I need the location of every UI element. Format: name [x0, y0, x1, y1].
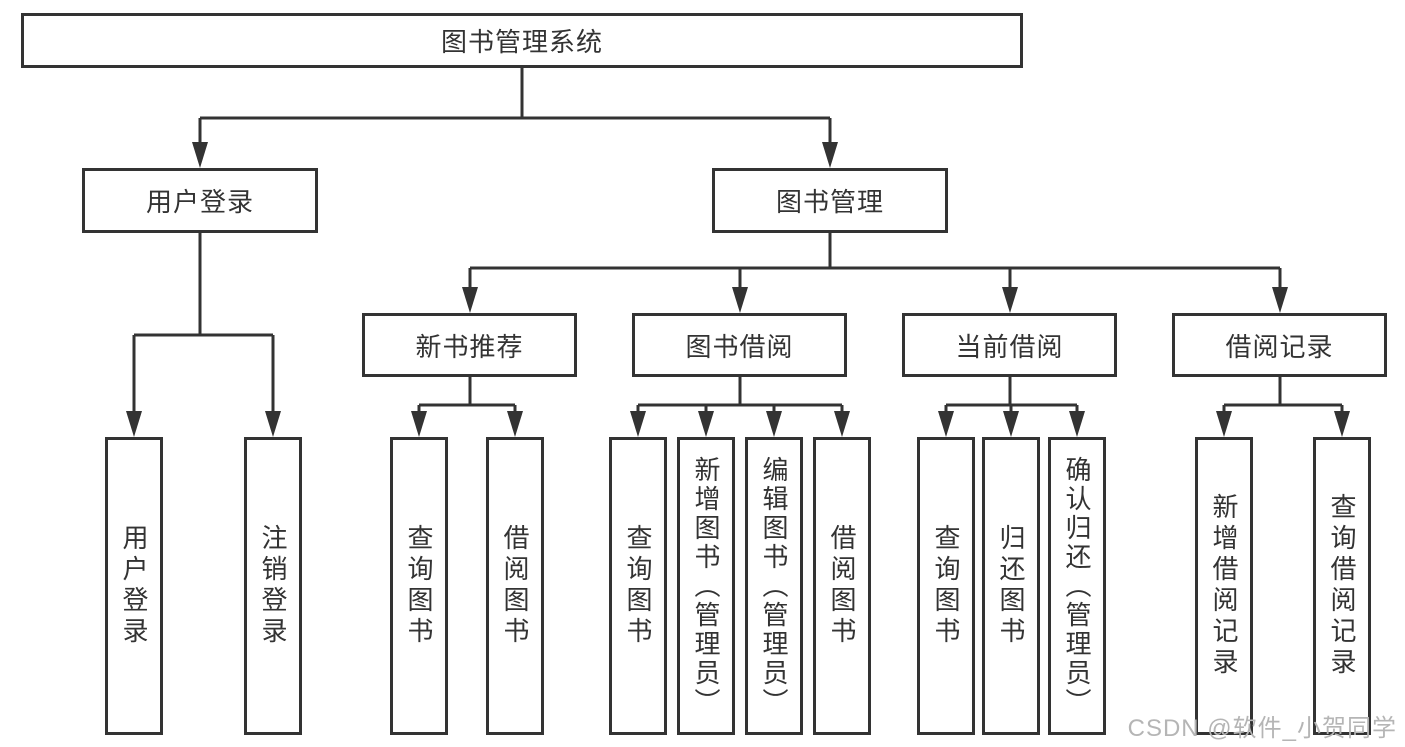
node-borrow-records: 借阅记录 — [1172, 313, 1387, 377]
leaf-logout: 注销登录 — [244, 437, 302, 735]
leaf-edit-books-admin-label: 编辑图书（管理员） — [759, 455, 789, 717]
leaf-borrow-books-recommend: 借阅图书 — [486, 437, 544, 735]
leaf-user-login: 用户登录 — [105, 437, 163, 735]
leaf-return-books-label: 归还图书 — [996, 524, 1026, 648]
leaf-query-books-recommend-label: 查询图书 — [404, 524, 434, 648]
leaf-query-books-current: 查询图书 — [917, 437, 975, 735]
leaf-borrow-books-recommend-label: 借阅图书 — [500, 524, 530, 648]
leaf-query-borrow-record-label: 查询借阅记录 — [1327, 493, 1357, 679]
node-user-login: 用户登录 — [82, 168, 318, 233]
leaf-confirm-return-admin-label: 确认归还（管理员） — [1062, 455, 1092, 717]
node-book-management-label: 图书管理 — [775, 187, 884, 217]
node-user-login-label: 用户登录 — [145, 187, 254, 217]
leaf-logout-label: 注销登录 — [258, 524, 288, 648]
node-library-system: 图书管理系统 — [21, 13, 1023, 68]
leaf-return-books: 归还图书 — [982, 437, 1040, 735]
node-new-book-recommend: 新书推荐 — [362, 313, 577, 377]
node-library-system-label: 图书管理系统 — [440, 27, 603, 57]
leaf-query-books-borrow: 查询图书 — [609, 437, 667, 735]
leaf-confirm-return-admin: 确认归还（管理员） — [1048, 437, 1106, 735]
node-current-borrow: 当前借阅 — [902, 313, 1117, 377]
leaf-query-borrow-record: 查询借阅记录 — [1313, 437, 1371, 735]
leaf-add-borrow-record-label: 新增借阅记录 — [1209, 493, 1239, 679]
node-new-book-recommend-label: 新书推荐 — [415, 331, 524, 362]
node-current-borrow-label: 当前借阅 — [955, 331, 1064, 362]
watermark: CSDN @软件_小贺同学 — [1127, 715, 1397, 742]
leaf-query-books-borrow-label: 查询图书 — [623, 524, 653, 648]
node-borrow-records-label: 借阅记录 — [1225, 331, 1334, 362]
leaf-add-books-admin-label: 新增图书（管理员） — [691, 455, 721, 717]
node-book-management: 图书管理 — [712, 168, 948, 233]
leaf-borrow-books: 借阅图书 — [813, 437, 871, 735]
node-book-borrow: 图书借阅 — [632, 313, 847, 377]
leaf-edit-books-admin: 编辑图书（管理员） — [745, 437, 803, 735]
leaf-query-books-recommend: 查询图书 — [390, 437, 448, 735]
leaf-borrow-books-label: 借阅图书 — [827, 524, 857, 648]
leaf-add-books-admin: 新增图书（管理员） — [677, 437, 735, 735]
leaf-user-login-label: 用户登录 — [119, 524, 149, 648]
leaf-query-books-current-label: 查询图书 — [931, 524, 961, 648]
leaf-add-borrow-record: 新增借阅记录 — [1195, 437, 1253, 735]
node-book-borrow-label: 图书借阅 — [685, 331, 794, 362]
